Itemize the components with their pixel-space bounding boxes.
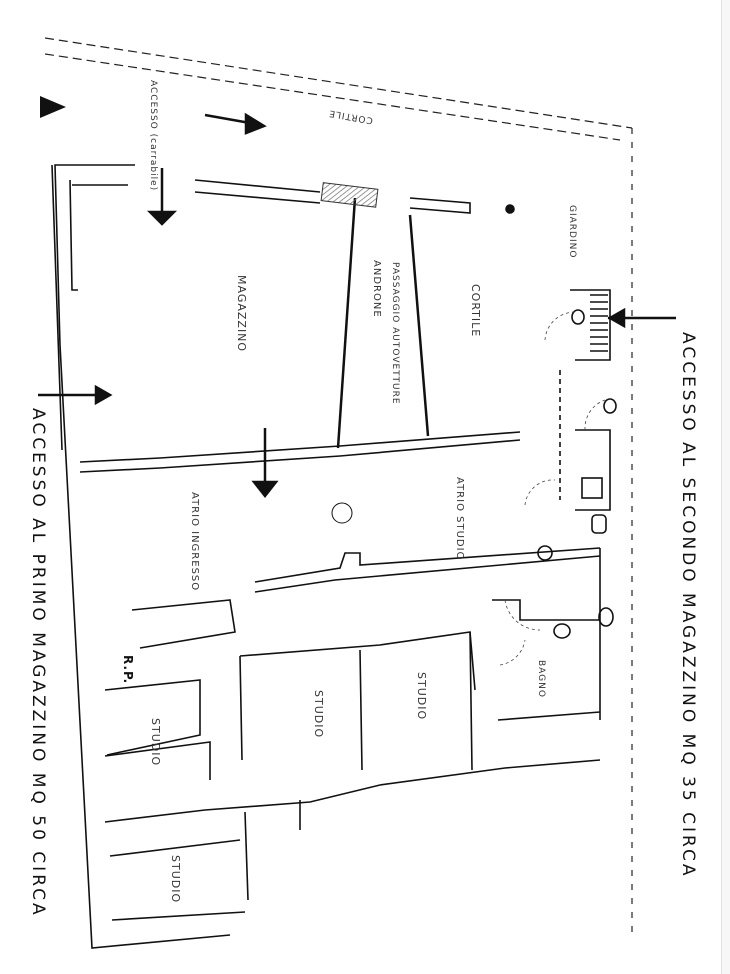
room-label-studio-2: STUDIO [312,690,325,739]
room-label-magazzino: MAGAZZINO [235,275,248,353]
room-label-passaggio: PASSAGGIO AUTOVETTURE [390,262,400,405]
room-label-giardino: GIARDINO [567,205,577,259]
column-dot [505,204,515,214]
room-label-bagno: BAGNO [536,660,546,698]
vertical-scrollbar[interactable] [721,0,730,974]
room-label-studio-3: STUDIO [415,672,428,721]
room-label-androne: ANDRONE [371,260,382,318]
stairs-icon [590,294,608,352]
hatched-wall [320,182,379,208]
street-boundary [44,37,633,940]
fixtures [331,204,617,639]
room-label-studio-4: STUDIO [169,855,182,904]
annotation-access-first-storage: ACCESSO AL PRIMO MAGAZZINO MQ 50 CIRCA [28,408,48,918]
room-label-atrio-studio: ATRIO STUDIO [454,477,465,561]
door-swings [499,311,606,666]
annotation-access-second-storage: ACCESSO AL SECONDO MAGAZZINO MQ 35 CIRCA [678,332,698,879]
room-label-cortile: CORTILE [469,284,482,338]
access-arrow-icon [38,112,676,499]
room-label-studio-1: STUDIO [149,718,162,767]
north-arrow-icon [40,96,66,118]
room-label-atrio-ingresso: ATRIO INGRESSO [189,492,200,592]
room-label-access: ACCESSO (carrabile) [148,80,158,192]
building-walls [51,164,611,949]
room-label-rp: R.P. [121,655,135,685]
